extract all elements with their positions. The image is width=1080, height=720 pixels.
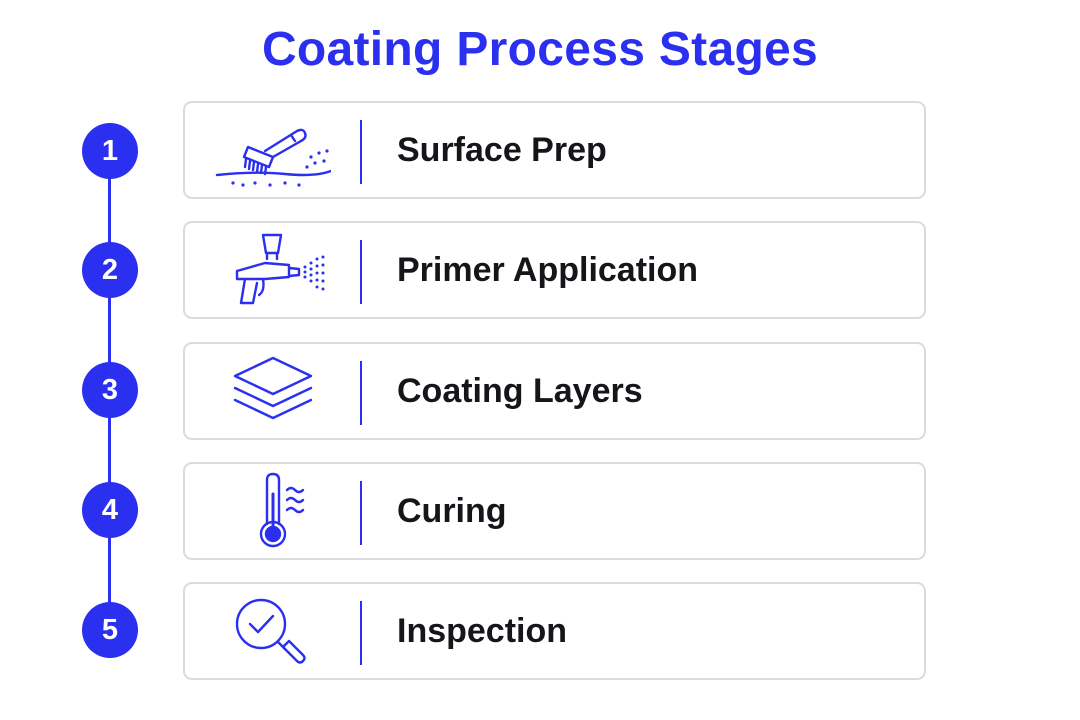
step-number-5: 5 — [82, 602, 138, 658]
thermometer-icon — [215, 472, 331, 552]
step-number-1: 1 — [82, 123, 138, 179]
card-divider — [360, 481, 362, 545]
card-divider — [360, 120, 362, 184]
stage-label: Curing — [397, 492, 507, 530]
brush-icon — [215, 111, 331, 191]
stage-card-primer-application: Primer Application — [183, 221, 926, 319]
stage-card-curing: Curing — [183, 462, 926, 560]
step-number-3: 3 — [82, 362, 138, 418]
stage-card-surface-prep: Surface Prep — [183, 101, 926, 199]
card-divider — [360, 240, 362, 304]
stage-label: Coating Layers — [397, 372, 643, 410]
step-number-2: 2 — [82, 242, 138, 298]
stage-label: Primer Application — [397, 251, 699, 289]
spray-gun-icon — [215, 231, 331, 311]
card-divider — [360, 601, 362, 665]
stage-card-coating-layers: Coating Layers — [183, 342, 926, 440]
step-number-4: 4 — [82, 482, 138, 538]
layers-icon — [215, 352, 331, 432]
stage-label: Inspection — [397, 612, 568, 650]
card-divider — [360, 361, 362, 425]
stage-label: Surface Prep — [397, 131, 607, 169]
magnifier-check-icon — [215, 592, 331, 672]
page-title: Coating Process Stages — [261, 23, 819, 76]
stage-card-inspection: Inspection — [183, 582, 926, 680]
